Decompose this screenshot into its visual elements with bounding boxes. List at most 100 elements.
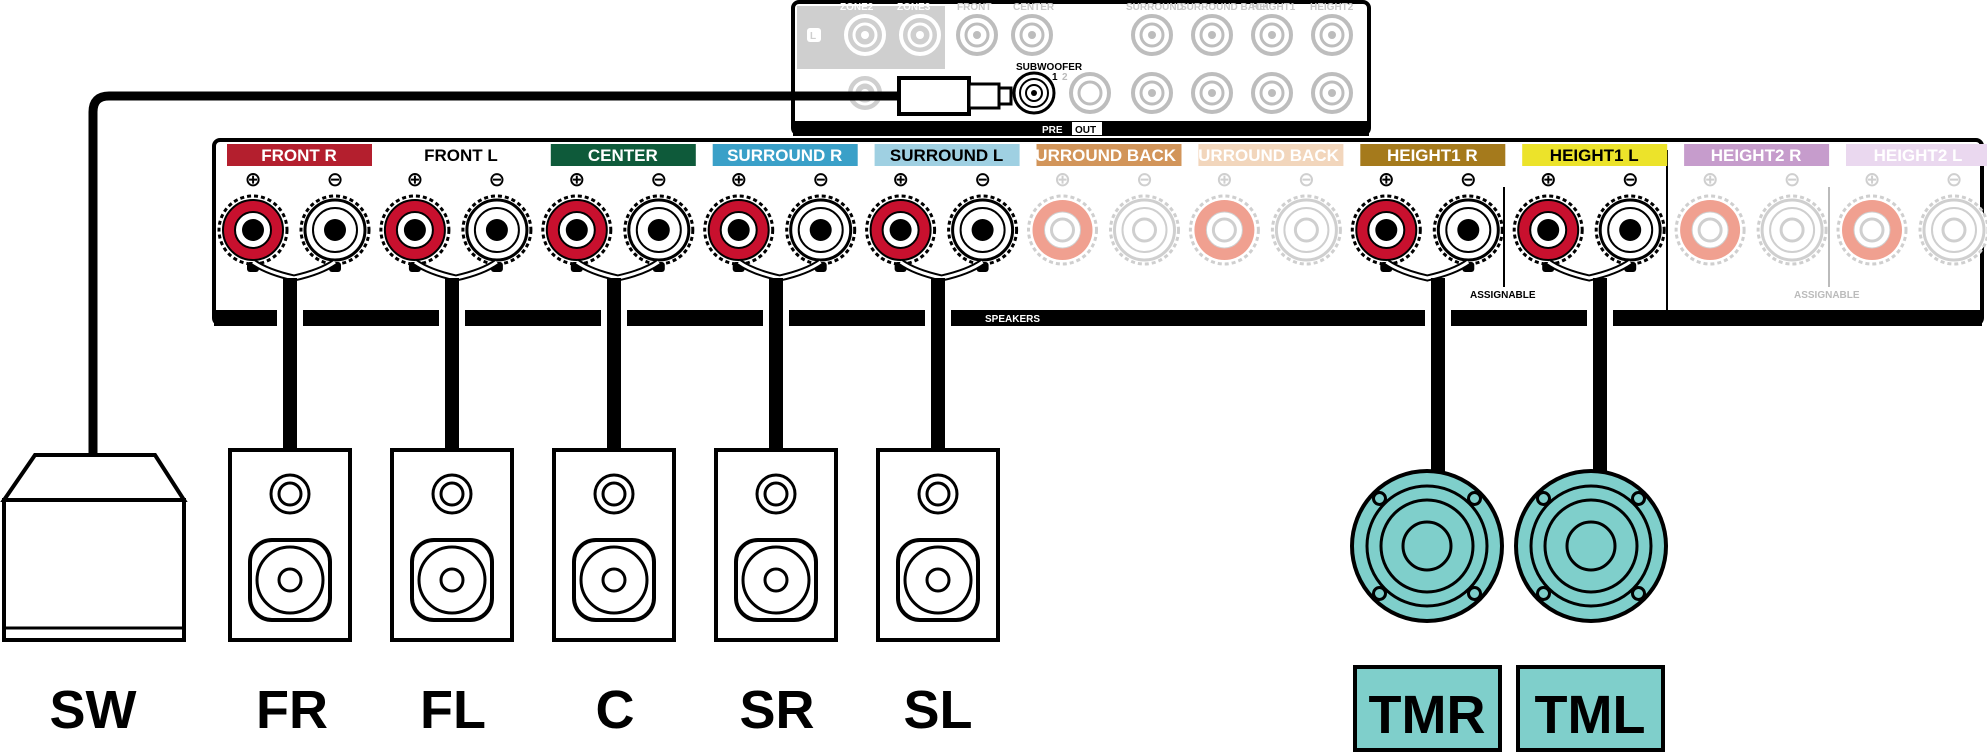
channel-height2-r: HEIGHT2 R ⊕ ⊖ bbox=[1674, 144, 1830, 266]
speaker-icons bbox=[0, 448, 1668, 642]
label-tml: TML bbox=[1535, 685, 1646, 745]
minus-symbol: ⊖ bbox=[1622, 167, 1639, 191]
positive-terminal bbox=[703, 194, 775, 272]
negative-terminal bbox=[1270, 194, 1342, 266]
rca-jack bbox=[1251, 72, 1293, 114]
ceiling-speaker-icon bbox=[1350, 469, 1504, 623]
rca-jack bbox=[1251, 14, 1293, 56]
pre-label: PRE bbox=[1042, 125, 1063, 136]
surround-preout-label: SURROUND bbox=[1126, 2, 1184, 13]
l-badge: L bbox=[810, 31, 816, 42]
channel-header-label: HEIGHT1 R bbox=[1387, 146, 1478, 165]
plus-symbol: ⊕ bbox=[1216, 167, 1233, 191]
label-fl: FL bbox=[420, 680, 486, 740]
minus-symbol: ⊖ bbox=[1136, 167, 1153, 191]
surround-back-preout-label: SURROUND BACK bbox=[1180, 2, 1270, 13]
negative-terminal bbox=[299, 194, 371, 272]
channel-header-bg bbox=[874, 144, 1020, 166]
rca-jack bbox=[1191, 72, 1233, 114]
plus-symbol: ⊕ bbox=[892, 167, 909, 191]
channel-front-l: FRONT L⊕⊖ bbox=[379, 144, 534, 282]
label-c: C bbox=[596, 680, 635, 740]
zone3-label: ZONE3 bbox=[897, 2, 931, 13]
positive-terminal bbox=[865, 194, 937, 272]
label-sw: SW bbox=[50, 680, 137, 740]
positive-terminal bbox=[1350, 194, 1422, 272]
speaker-cables bbox=[283, 278, 1607, 478]
rca-jack bbox=[1069, 72, 1111, 114]
negative-terminal bbox=[1594, 194, 1666, 272]
channel-surround-r: SURROUND R ⊕ ⊖ bbox=[703, 144, 858, 282]
negative-terminal bbox=[461, 194, 533, 272]
minus-symbol: ⊖ bbox=[1298, 167, 1315, 191]
speakers-panel: SPEAKERS ASSIGNABLE ASSIGNABLE FRONT R⊕⊖… bbox=[212, 138, 1987, 326]
channel-header-bg bbox=[550, 144, 696, 166]
minus-symbol: ⊖ bbox=[1784, 167, 1801, 191]
channel-header-bg bbox=[712, 144, 858, 166]
minus-symbol: ⊖ bbox=[489, 167, 506, 191]
minus-symbol: ⊖ bbox=[1460, 167, 1477, 191]
label-sl: SL bbox=[903, 680, 972, 740]
negative-terminal bbox=[1918, 194, 1987, 266]
channel-front-r: FRONT R⊕⊖ bbox=[217, 144, 372, 282]
positive-terminal bbox=[1836, 194, 1908, 266]
channel-header-label: HEIGHT2 R bbox=[1711, 146, 1802, 165]
channel-terminals: FRONT R⊕⊖FRONT L⊕⊖CENTER⊕⊖SURROUND R⊕⊖SU… bbox=[217, 144, 1987, 282]
channel-header-label: HEIGHT2 L bbox=[1874, 146, 1963, 165]
rca-jack bbox=[899, 14, 941, 56]
channel-header-bg bbox=[1846, 144, 1987, 166]
channel-header-label: SURROUND R bbox=[727, 146, 842, 165]
minus-symbol: ⊖ bbox=[974, 167, 991, 191]
channel-height2-l: HEIGHT2 L⊕⊖ bbox=[1836, 144, 1987, 266]
channel-header-bg bbox=[1684, 144, 1830, 166]
front-preout-label: FRONT bbox=[957, 2, 991, 13]
panel-bottom-bar bbox=[214, 310, 1982, 326]
rca-jack bbox=[1131, 14, 1173, 56]
height1-preout-label: HEIGHT1 bbox=[1252, 2, 1296, 13]
ceiling-speaker-icon bbox=[1514, 469, 1668, 623]
positive-terminal bbox=[541, 194, 613, 272]
rca-jack bbox=[844, 14, 886, 56]
plus-symbol: ⊕ bbox=[730, 167, 747, 191]
positive-terminal bbox=[1027, 194, 1098, 266]
speaker-labels: SW FR FL C SR SL TMR TML bbox=[50, 665, 1665, 752]
channel-header-label: HEIGHT1 L bbox=[1550, 146, 1639, 165]
sub-port-1: 1 bbox=[1052, 72, 1058, 83]
assignable-label-height2: ASSIGNABLE bbox=[1794, 290, 1860, 301]
label-fr: FR bbox=[256, 680, 328, 740]
positive-terminal bbox=[379, 194, 451, 272]
zone2-label: ZONE2 bbox=[840, 2, 874, 13]
channel-header-bg bbox=[1522, 144, 1668, 166]
subwoofer-icon bbox=[0, 453, 188, 642]
channel-header-label: SURROUND L bbox=[890, 146, 1003, 165]
channel-surround-back-r: SURROUND BACK R⊕⊖ bbox=[1024, 144, 1193, 266]
negative-terminal bbox=[947, 194, 1019, 272]
center-preout-label: CENTER bbox=[1013, 2, 1055, 13]
minus-symbol: ⊖ bbox=[327, 167, 344, 191]
channel-surround-back-l: SURROUND BACK L⊕⊖ bbox=[1187, 144, 1354, 266]
negative-terminal bbox=[1756, 194, 1828, 266]
box-speaker-icon bbox=[228, 448, 352, 642]
minus-symbol: ⊖ bbox=[1946, 167, 1963, 191]
label-tmr: TMR bbox=[1369, 685, 1486, 745]
subwoofer-label: SUBWOOFER bbox=[1016, 62, 1083, 73]
out-label: OUT bbox=[1075, 125, 1096, 136]
subwoofer-jack bbox=[1012, 71, 1056, 115]
minus-symbol: ⊖ bbox=[812, 167, 829, 191]
plus-symbol: ⊕ bbox=[1702, 167, 1719, 191]
channel-header-label: CENTER bbox=[588, 146, 658, 165]
rca-jack bbox=[1191, 14, 1233, 56]
channel-height1-r: HEIGHT1 R⊕⊖ bbox=[1350, 144, 1506, 282]
positive-terminal bbox=[217, 194, 289, 272]
plus-symbol: ⊕ bbox=[407, 167, 424, 191]
label-sr: SR bbox=[739, 680, 814, 740]
rca-jack bbox=[1311, 14, 1353, 56]
negative-terminal bbox=[1432, 194, 1504, 272]
positive-terminal bbox=[1512, 194, 1584, 272]
box-speaker-icon bbox=[714, 448, 838, 642]
channel-header-bg bbox=[227, 144, 372, 166]
positive-terminal bbox=[1188, 194, 1260, 266]
plus-symbol: ⊕ bbox=[1054, 167, 1071, 191]
channel-center: CENTER⊕⊖ bbox=[541, 144, 696, 282]
plus-symbol: ⊕ bbox=[245, 167, 262, 191]
